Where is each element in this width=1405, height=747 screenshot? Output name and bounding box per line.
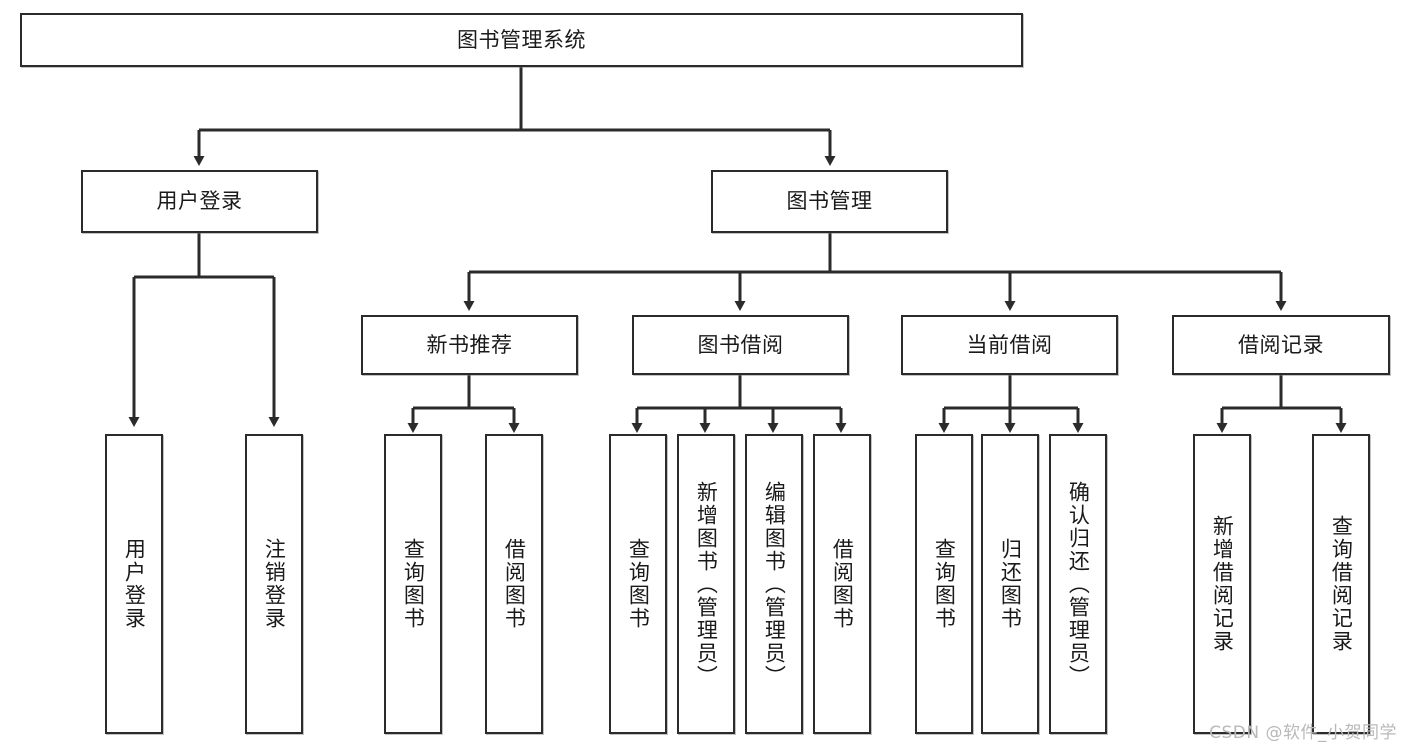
node-leaf-user-logout-label: 注销登录 [262, 538, 287, 630]
watermark-text: CSDN @软件_小贺同学 [1209, 723, 1397, 743]
node-leaf-user-login[interactable]: 用户登录 [105, 434, 163, 734]
node-leaf-query-book-2-label: 查询图书 [626, 538, 651, 630]
node-borrow-record-label: 借阅记录 [1238, 332, 1324, 357]
node-leaf-query-record[interactable]: 查询借阅记录 [1312, 434, 1370, 734]
node-leaf-add-book-label: 新增图书（管理员） [694, 480, 719, 688]
node-leaf-query-book-1-label: 查询图书 [401, 538, 426, 630]
node-leaf-query-book-1[interactable]: 查询图书 [384, 434, 442, 734]
node-leaf-edit-book[interactable]: 编辑图书（管理员） [745, 434, 803, 734]
node-leaf-add-book[interactable]: 新增图书（管理员） [677, 434, 735, 734]
node-book-manage[interactable]: 图书管理 [711, 170, 948, 233]
node-leaf-query-book-3-label: 查询图书 [932, 538, 957, 630]
node-leaf-borrow-book-2[interactable]: 借阅图书 [813, 434, 871, 734]
node-leaf-query-book-2[interactable]: 查询图书 [609, 434, 667, 734]
node-leaf-user-login-label: 用户登录 [122, 538, 147, 630]
node-leaf-add-record[interactable]: 新增借阅记录 [1193, 434, 1251, 734]
node-leaf-return-book-label: 归还图书 [998, 538, 1023, 630]
node-user-login[interactable]: 用户登录 [81, 170, 318, 233]
node-leaf-confirm-return[interactable]: 确认归还（管理员） [1049, 434, 1107, 734]
node-leaf-borrow-book-1[interactable]: 借阅图书 [485, 434, 543, 734]
node-current-borrow-label: 当前借阅 [966, 332, 1053, 357]
node-leaf-query-book-3[interactable]: 查询图书 [915, 434, 973, 734]
node-current-borrow[interactable]: 当前借阅 [901, 315, 1118, 375]
node-leaf-confirm-return-label: 确认归还（管理员） [1066, 480, 1091, 688]
node-root-label: 图书管理系统 [457, 27, 586, 52]
node-book-manage-label: 图书管理 [786, 189, 873, 213]
node-new-book-rec-label: 新书推荐 [426, 332, 513, 357]
node-book-borrow-label: 图书借阅 [697, 332, 784, 357]
node-root[interactable]: 图书管理系统 [20, 13, 1023, 67]
node-leaf-edit-book-label: 编辑图书（管理员） [762, 480, 787, 688]
node-leaf-user-logout[interactable]: 注销登录 [245, 434, 303, 734]
node-leaf-add-record-label: 新增借阅记录 [1210, 515, 1235, 653]
node-user-login-label: 用户登录 [156, 189, 243, 213]
node-book-borrow[interactable]: 图书借阅 [632, 315, 849, 375]
node-leaf-return-book[interactable]: 归还图书 [981, 434, 1039, 734]
node-leaf-borrow-book-2-label: 借阅图书 [830, 538, 855, 630]
node-borrow-record[interactable]: 借阅记录 [1172, 315, 1390, 375]
node-new-book-rec[interactable]: 新书推荐 [361, 315, 578, 375]
node-leaf-query-record-label: 查询借阅记录 [1329, 515, 1354, 653]
node-leaf-borrow-book-1-label: 借阅图书 [502, 538, 527, 630]
